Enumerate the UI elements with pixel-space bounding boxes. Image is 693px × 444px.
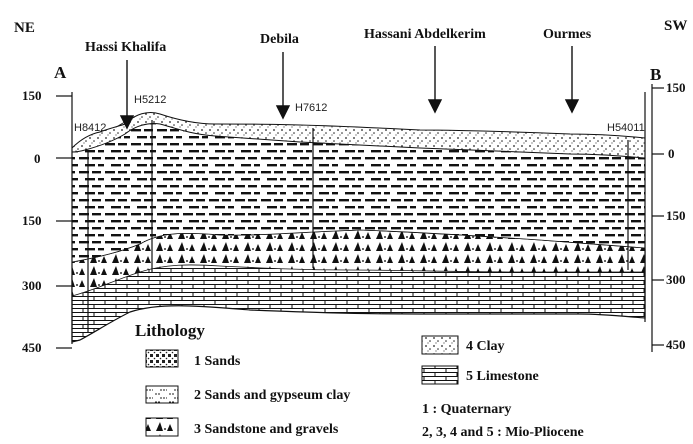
legend-swatch-clay (422, 336, 458, 354)
left-tick-label: 450 (22, 340, 42, 355)
legend-label-limestone: 5 Limestone (466, 369, 539, 384)
legend-note-mio-pliocene: 2, 3, 4 and 5 : Mio-Pliocene (422, 425, 584, 440)
arrowhead-ourmes (566, 100, 578, 112)
location-ourmes: Ourmes (543, 27, 592, 42)
well-label-h7612: H7612 (295, 102, 327, 114)
location-hassani-abdelkerim: Hassani Abdelkerim (364, 27, 486, 42)
right-depth-axis: 150 0 150 300 450 (652, 80, 686, 352)
lithology-legend: Lithology 1 Sands 2 Sands and gypseum cl… (135, 321, 584, 440)
well-label-h8412: H8412 (74, 122, 106, 134)
right-tick-label: 0 (668, 146, 675, 161)
arrowhead-hassani-abdelkerim (429, 100, 441, 112)
legend-swatch-sands (146, 350, 178, 367)
section-point-b: B (650, 65, 661, 84)
legend-swatch-sandstone-gravels (146, 418, 178, 436)
legend-label-sandstone-gravels: 3 Sandstone and gravels (194, 422, 339, 437)
legend-title: Lithology (135, 321, 205, 340)
left-depth-axis: 150 0 150 300 450 (22, 88, 72, 355)
well-label-h54011: H54011 (607, 122, 645, 134)
right-tick-label: 300 (666, 272, 686, 287)
location-arrows (121, 46, 578, 128)
arrowhead-debila (277, 106, 289, 118)
legend-swatch-limestone (422, 366, 458, 384)
right-tick-label: 450 (666, 337, 686, 352)
legend-note-quaternary: 1 : Quaternary (422, 402, 511, 417)
legend-label-clay: 4 Clay (466, 339, 505, 354)
left-tick-label: 150 (22, 213, 42, 228)
location-hassi-khalifa: Hassi Khalifa (85, 40, 166, 55)
corner-sw: SW (664, 18, 687, 34)
corner-ne: NE (14, 20, 35, 36)
left-tick-label: 150 (22, 88, 42, 103)
legend-label-sands-gypseum-clay: 2 Sands and gypseum clay (194, 388, 350, 403)
location-debila: Debila (260, 32, 299, 47)
legend-swatch-sands-gypseum-clay (146, 386, 178, 403)
left-tick-label: 300 (22, 278, 42, 293)
left-tick-label: 0 (34, 151, 41, 166)
cross-section-body (72, 92, 645, 344)
section-point-a: A (54, 63, 67, 82)
legend-label-sands: 1 Sands (194, 354, 241, 369)
right-tick-label: 150 (666, 80, 686, 95)
right-tick-label: 150 (666, 208, 686, 223)
well-label-h5212: H5212 (134, 94, 166, 106)
